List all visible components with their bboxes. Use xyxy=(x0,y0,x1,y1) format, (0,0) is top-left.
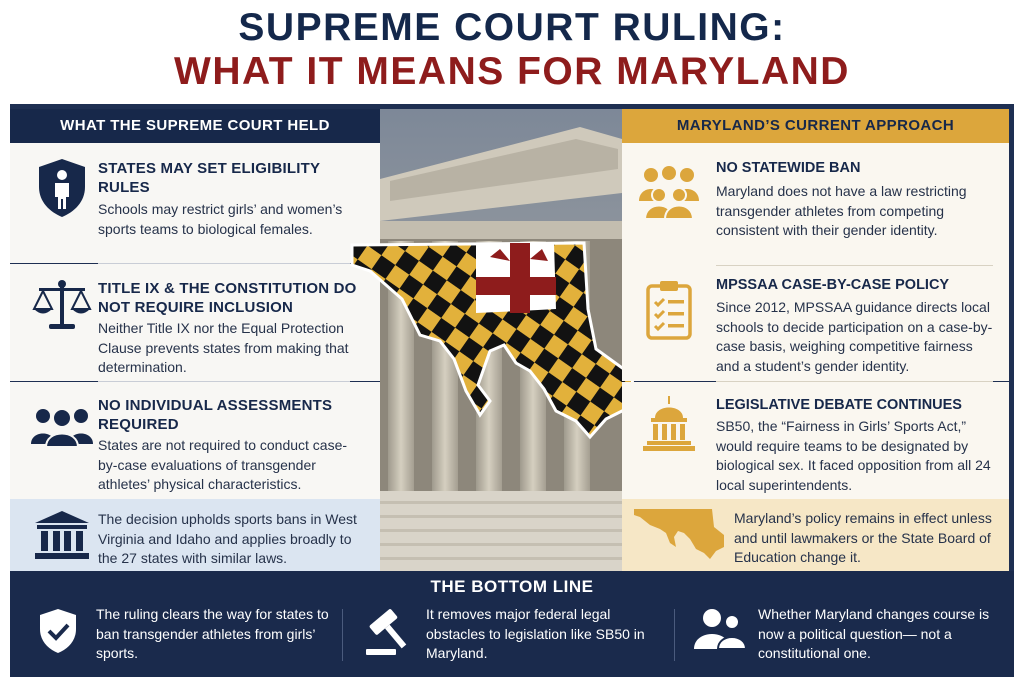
bottom-item-text: Whether Maryland changes course is now a… xyxy=(758,606,990,661)
left-item-heading: TITLE IX & THE CONSTITUTION DO NOT REQUI… xyxy=(98,280,357,316)
bottom-line-title: THE BOTTOM LINE xyxy=(430,577,594,596)
right-item-text: Maryland does not have a law restricting… xyxy=(716,183,967,238)
supreme-court-photo xyxy=(350,109,636,571)
left-summary-text: The decision upholds sports bans in West… xyxy=(98,511,357,566)
right-summary-box: Maryland’s policy remains in effect unle… xyxy=(622,499,1009,571)
courthouse-icon xyxy=(28,509,96,561)
left-divider xyxy=(98,381,350,382)
clipboard-checklist-icon xyxy=(636,280,702,340)
right-panel-header: MARYLAND’S CURRENT APPROACH xyxy=(622,109,1009,143)
title-line-2: WHAT IT MEANS FOR MARYLAND xyxy=(174,50,850,93)
right-item-heading: MPSSAA CASE-BY-CASE POLICY xyxy=(716,277,950,293)
shield-person-icon xyxy=(28,157,96,219)
right-divider xyxy=(716,381,993,382)
maryland-map-icon xyxy=(632,507,728,568)
page-title: SUPREME COURT RULING: WHAT IT MEANS FOR … xyxy=(0,6,1024,94)
right-item-text: SB50, the “Fairness in Girls’ Sports Act… xyxy=(716,418,991,493)
left-item-title-ix: TITLE IX & THE CONSTITUTION DO NOT REQUI… xyxy=(10,264,380,381)
bottom-separator xyxy=(342,609,343,661)
left-summary-box: The decision upholds sports bans in West… xyxy=(10,499,380,571)
right-item-no-ban: NO STATEWIDE BAN Maryland does not have … xyxy=(622,143,1009,273)
maryland-approach-panel: MARYLAND’S CURRENT APPROACH NO STATEWIDE… xyxy=(622,109,1009,571)
bottom-item-text: The ruling clears the way for states to … xyxy=(96,606,329,661)
capitol-icon xyxy=(636,396,702,452)
left-item-heading: STATES MAY SET ELIGIBILITY RULES xyxy=(98,160,320,196)
right-summary-text: Maryland’s policy remains in effect unle… xyxy=(734,510,992,565)
left-item-text: States are not required to conduct case-… xyxy=(98,437,348,492)
left-item-heading: NO INDIVIDUAL ASSESSMENTS REQUIRED xyxy=(98,397,333,433)
right-item-heading: LEGISLATIVE DEBATE CONTINUES xyxy=(716,397,962,413)
right-item-legislative: LEGISLATIVE DEBATE CONTINUES SB50, the “… xyxy=(622,382,1009,499)
scales-icon xyxy=(28,278,96,332)
bottom-separator xyxy=(674,609,675,661)
title-line-1: SUPREME COURT RULING: xyxy=(238,6,786,49)
supreme-court-held-panel: WHAT THE SUPREME COURT HELD STATES MAY S… xyxy=(10,109,380,571)
left-panel-header: WHAT THE SUPREME COURT HELD xyxy=(10,109,380,143)
right-divider xyxy=(716,265,993,266)
people-pair-icon xyxy=(688,607,752,651)
gavel-icon xyxy=(356,607,420,657)
left-divider xyxy=(98,263,350,264)
bottom-item-text: It removes major federal legal obstacles… xyxy=(426,606,645,661)
left-item-text: Schools may restrict girls’ and women’s … xyxy=(98,201,343,237)
people-group-icon xyxy=(28,404,96,448)
bottom-line-banner: THE BOTTOM LINE The ruling clears the wa… xyxy=(10,571,1014,677)
right-item-heading: NO STATEWIDE BAN xyxy=(716,160,861,176)
left-item-assessments: NO INDIVIDUAL ASSESSMENTS REQUIRED State… xyxy=(10,382,380,499)
right-item-mpssaa: MPSSAA CASE-BY-CASE POLICY Since 2012, M… xyxy=(622,266,1009,381)
right-item-text: Since 2012, MPSSAA guidance directs loca… xyxy=(716,299,993,374)
left-item-eligibility: STATES MAY SET ELIGIBILITY RULES Schools… xyxy=(10,143,380,263)
left-item-text: Neither Title IX nor the Equal Protectio… xyxy=(98,320,349,375)
people-group-icon xyxy=(636,165,702,219)
shield-check-icon xyxy=(26,607,90,655)
